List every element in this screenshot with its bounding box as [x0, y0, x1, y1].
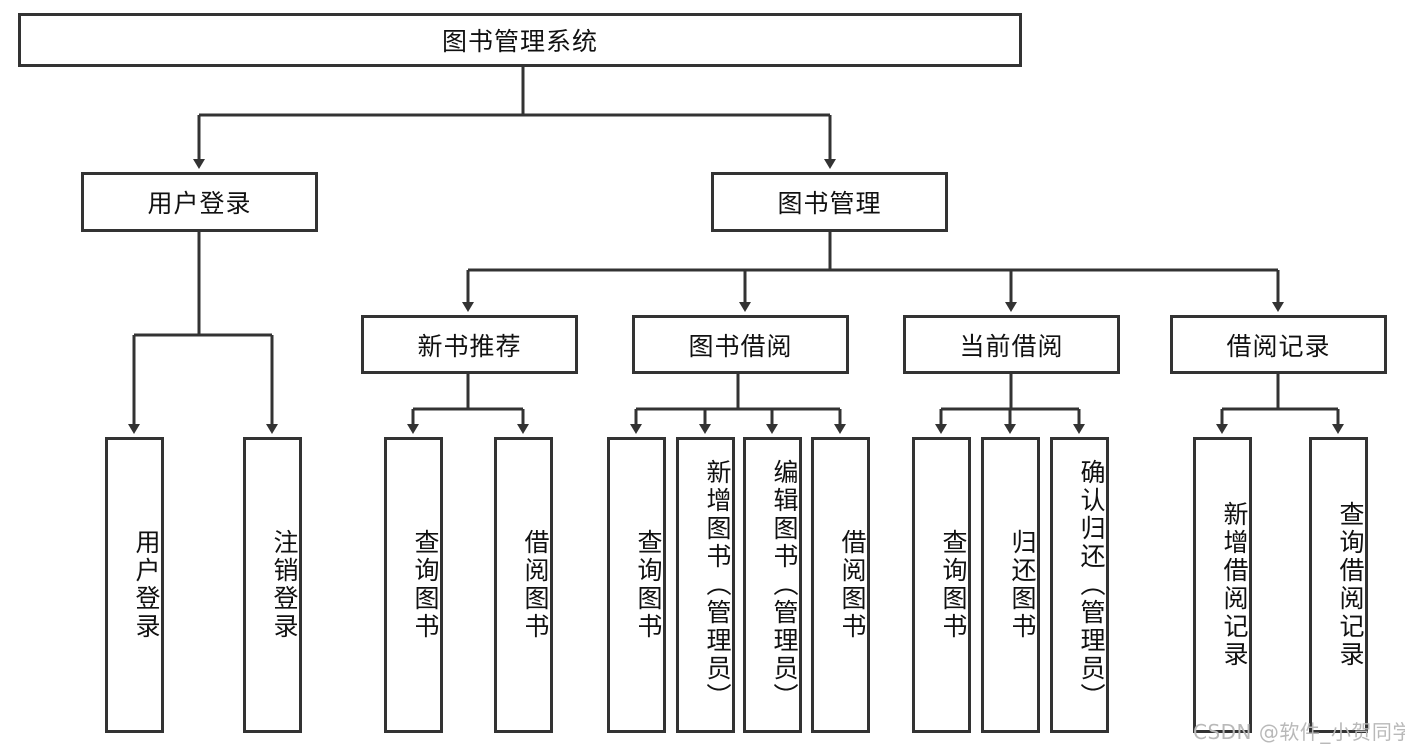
node-user-login[interactable]: 用户登录	[81, 172, 318, 232]
leaf-user-login-signout[interactable]: 注销登录	[243, 437, 302, 733]
leaf-current-confirm-return-admin[interactable]: 确认归还（管理员）	[1050, 437, 1109, 733]
leaf-label: 查询图书	[939, 529, 968, 641]
node-current-borrow[interactable]: 当前借阅	[903, 315, 1120, 374]
leaf-record-query-record[interactable]: 查询借阅记录	[1309, 437, 1368, 733]
leaf-label: 查询图书	[411, 529, 440, 641]
leaf-current-return-book[interactable]: 归还图书	[981, 437, 1040, 733]
node-current-borrow-label: 当前借阅	[959, 331, 1064, 361]
leaf-label: 借阅图书	[838, 529, 867, 641]
node-book-management-label: 图书管理	[777, 189, 882, 218]
node-book-borrow[interactable]: 图书借阅	[632, 315, 849, 374]
node-root-label: 图书管理系统	[441, 27, 598, 56]
leaf-label: 借阅图书	[521, 529, 550, 641]
leaf-label: 注销登录	[270, 529, 299, 641]
node-book-management[interactable]: 图书管理	[711, 172, 948, 232]
leaf-user-login-signin[interactable]: 用户登录	[105, 437, 164, 733]
leaf-label: 归还图书	[1008, 529, 1037, 641]
leaf-current-query-book[interactable]: 查询图书	[912, 437, 971, 733]
leaf-label: 查询图书	[634, 529, 663, 641]
leaf-label: 新增借阅记录	[1220, 501, 1249, 669]
node-new-book-recommend[interactable]: 新书推荐	[361, 315, 578, 374]
leaf-recommend-borrow-book[interactable]: 借阅图书	[494, 437, 553, 733]
leaf-borrow-edit-book-admin[interactable]: 编辑图书（管理员）	[743, 437, 802, 733]
node-borrow-record[interactable]: 借阅记录	[1170, 315, 1387, 374]
node-borrow-record-label: 借阅记录	[1226, 331, 1331, 361]
node-new-book-recommend-label: 新书推荐	[417, 331, 522, 361]
leaf-borrow-query-book[interactable]: 查询图书	[607, 437, 666, 733]
leaf-recommend-query-book[interactable]: 查询图书	[384, 437, 443, 733]
node-book-borrow-label: 图书借阅	[688, 331, 793, 361]
leaf-label: 查询借阅记录	[1336, 501, 1365, 669]
leaf-borrow-add-book-admin[interactable]: 新增图书（管理员）	[676, 437, 735, 733]
leaf-label: 确认归还（管理员）	[1077, 459, 1106, 711]
leaf-borrow-borrow-book[interactable]: 借阅图书	[811, 437, 870, 733]
node-root[interactable]: 图书管理系统	[18, 13, 1022, 67]
leaf-label: 编辑图书（管理员）	[770, 459, 799, 711]
node-user-login-label: 用户登录	[147, 189, 252, 218]
leaf-label: 新增图书（管理员）	[703, 459, 732, 711]
leaf-label: 用户登录	[132, 529, 161, 641]
leaf-record-add-record[interactable]: 新增借阅记录	[1193, 437, 1252, 733]
